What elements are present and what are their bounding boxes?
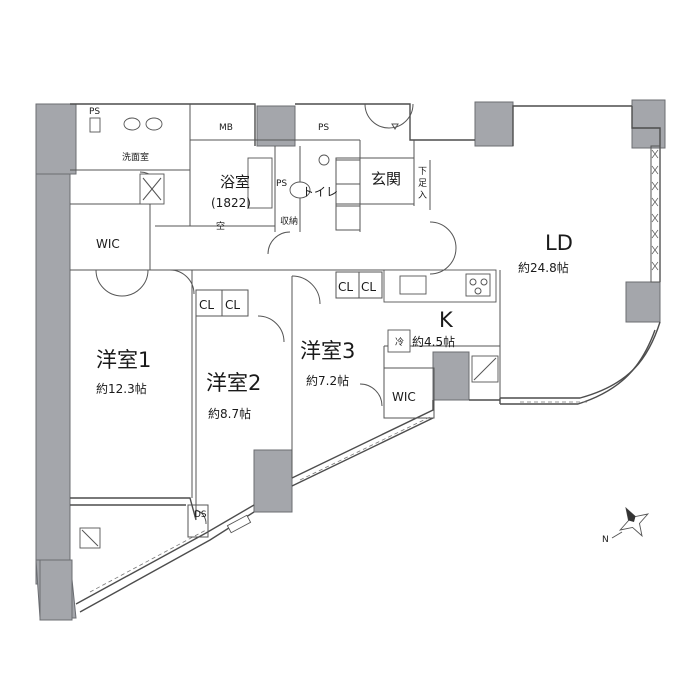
room3-area: 約7.2帖 (306, 373, 349, 388)
ps-top-label: PS (89, 107, 100, 117)
kitchen-area: 約4.5帖 (412, 334, 455, 349)
shoe-label-2: 足 (418, 178, 427, 189)
cl-b-label: CL (225, 298, 240, 312)
balcony-planter (650, 145, 661, 283)
ld-area: 約24.8帖 (518, 260, 569, 275)
room-labels: LD 約24.8帖 K 約4.5帖 洋室1 約12.3帖 洋室2 約8.7帖 洋… (89, 107, 573, 520)
cl-a-label: CL (199, 298, 214, 312)
toilet-label: トイレ (302, 185, 338, 199)
cl-d-label: CL (361, 280, 376, 294)
compass: N (602, 506, 650, 545)
compass-north: N (602, 535, 609, 545)
shoe-label-3: 入 (418, 190, 427, 201)
room2-name: 洋室2 (206, 371, 261, 395)
bath-size: (1822) (211, 196, 251, 210)
room2-area: 約8.7帖 (208, 406, 251, 421)
interior-walls (70, 104, 501, 538)
room3-name: 洋室3 (300, 339, 355, 363)
ps-bath-label: PS (276, 179, 287, 189)
sanitary-fixtures (79, 117, 499, 549)
ps-right-label: PS (318, 123, 329, 133)
kitchen-name: K (439, 308, 454, 332)
fridge-label: 冷 (395, 336, 404, 348)
entrance-label: 玄関 (371, 170, 401, 188)
cl-c-label: CL (338, 280, 353, 294)
kuu-label: 空 (216, 220, 225, 232)
ds-label: DS (194, 510, 207, 520)
storage-label: 収納 (280, 215, 298, 227)
wic-k-label: WIC (392, 390, 416, 404)
mb-label: MB (219, 123, 233, 133)
room1-area: 約12.3帖 (96, 381, 147, 396)
bath-name: 浴室 (220, 173, 250, 191)
shoe-label-1: 下 (418, 167, 427, 177)
balcony-rail (89, 401, 590, 593)
outer-outline (70, 103, 661, 613)
ld-name: LD (545, 231, 573, 255)
washroom-label: 洗面室 (122, 151, 149, 163)
room1-name: 洋室1 (96, 348, 151, 372)
wic-top-label: WIC (96, 237, 120, 251)
